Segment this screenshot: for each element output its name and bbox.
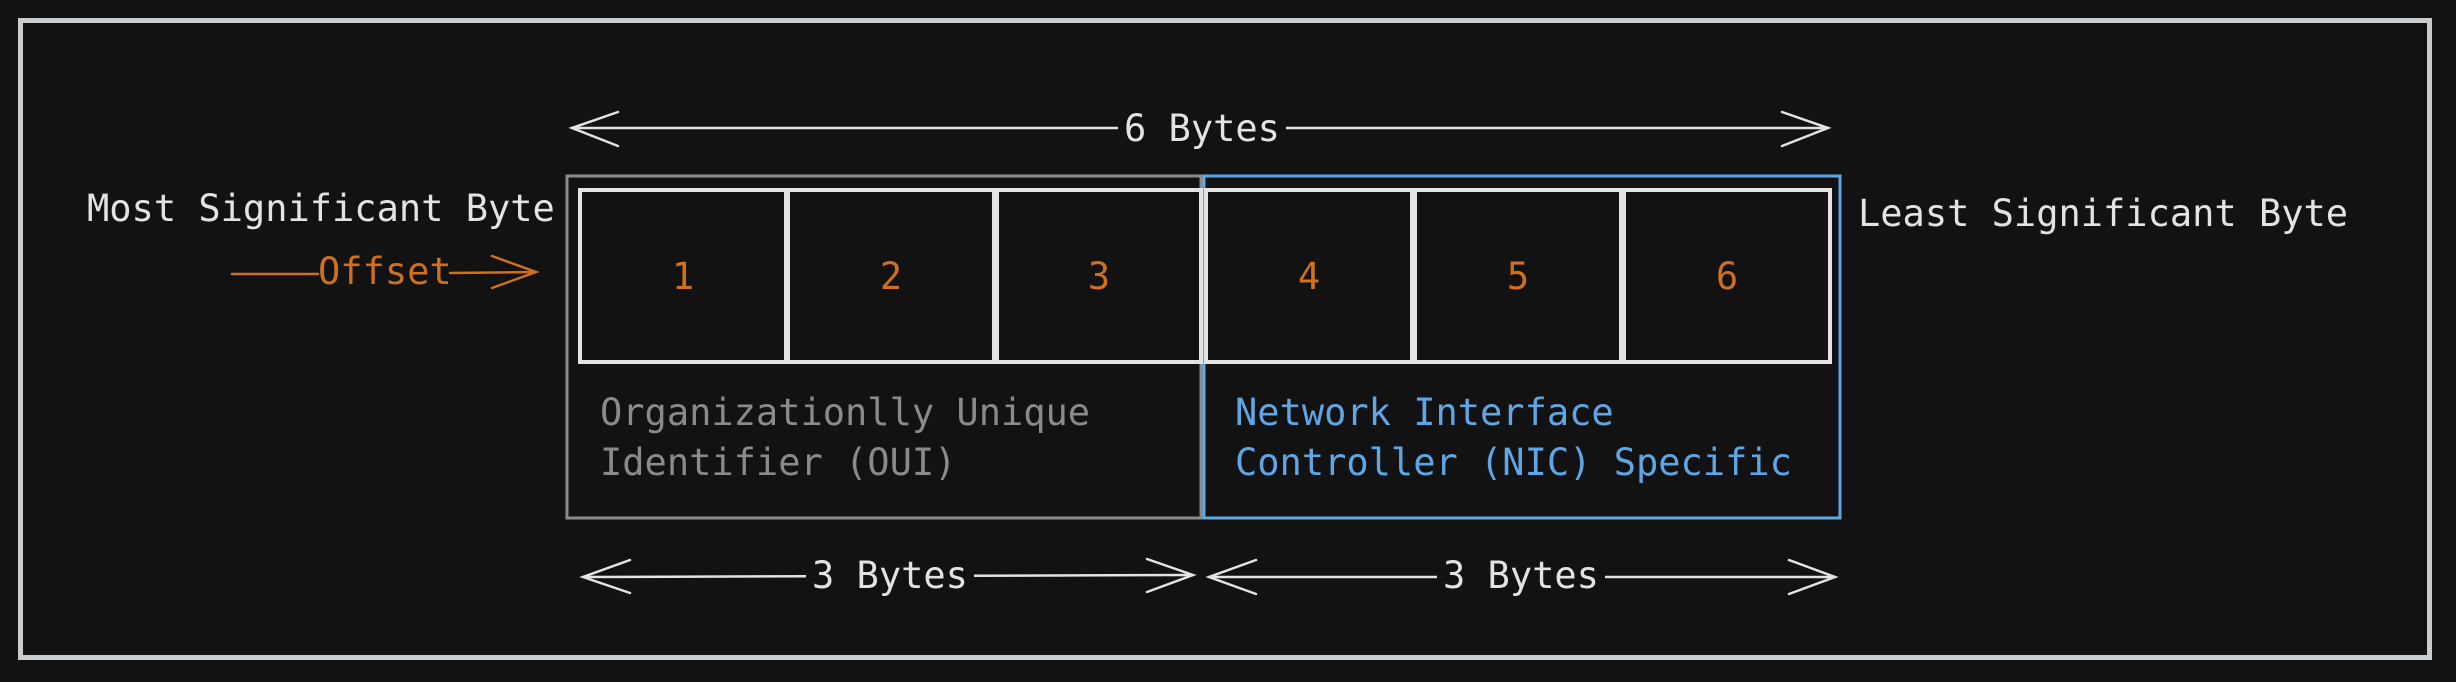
oui-description: Organizationlly Unique Identifier (OUI): [600, 388, 1090, 488]
offset-arrow: [230, 254, 540, 290]
byte-cell-2: [786, 188, 996, 364]
total-bytes-label: 6 Bytes: [1118, 110, 1286, 147]
nic-description-line-2: Controller (NIC) Specific: [1235, 441, 1792, 484]
byte-cell-5: [1413, 188, 1623, 364]
offset-label: Offset: [318, 250, 452, 293]
byte-number-3: 3: [1087, 255, 1111, 298]
byte-number-1: 1: [671, 255, 695, 298]
byte-cell-4: [1204, 188, 1414, 364]
byte-number-5: 5: [1506, 255, 1530, 298]
byte-cell-3: [995, 188, 1203, 364]
byte-number-2: 2: [879, 255, 903, 298]
oui-description-line-2: Identifier (OUI): [600, 441, 957, 484]
oui-bytes-label: 3 Bytes: [806, 557, 974, 594]
byte-number-4: 4: [1297, 255, 1321, 298]
byte-number-6: 6: [1715, 255, 1739, 298]
byte-cell-6: [1622, 188, 1832, 364]
diagram-frame: [18, 18, 2432, 660]
oui-description-line-1: Organizationlly Unique: [600, 391, 1091, 434]
lsb-label: Least Significant Byte: [1858, 192, 2349, 235]
nic-bytes-label: 3 Bytes: [1437, 557, 1605, 594]
nic-description-line-1: Network Interface: [1235, 391, 1614, 434]
msb-label: Most Significant Byte: [87, 187, 555, 230]
nic-description: Network Interface Controller (NIC) Speci…: [1235, 388, 1792, 488]
